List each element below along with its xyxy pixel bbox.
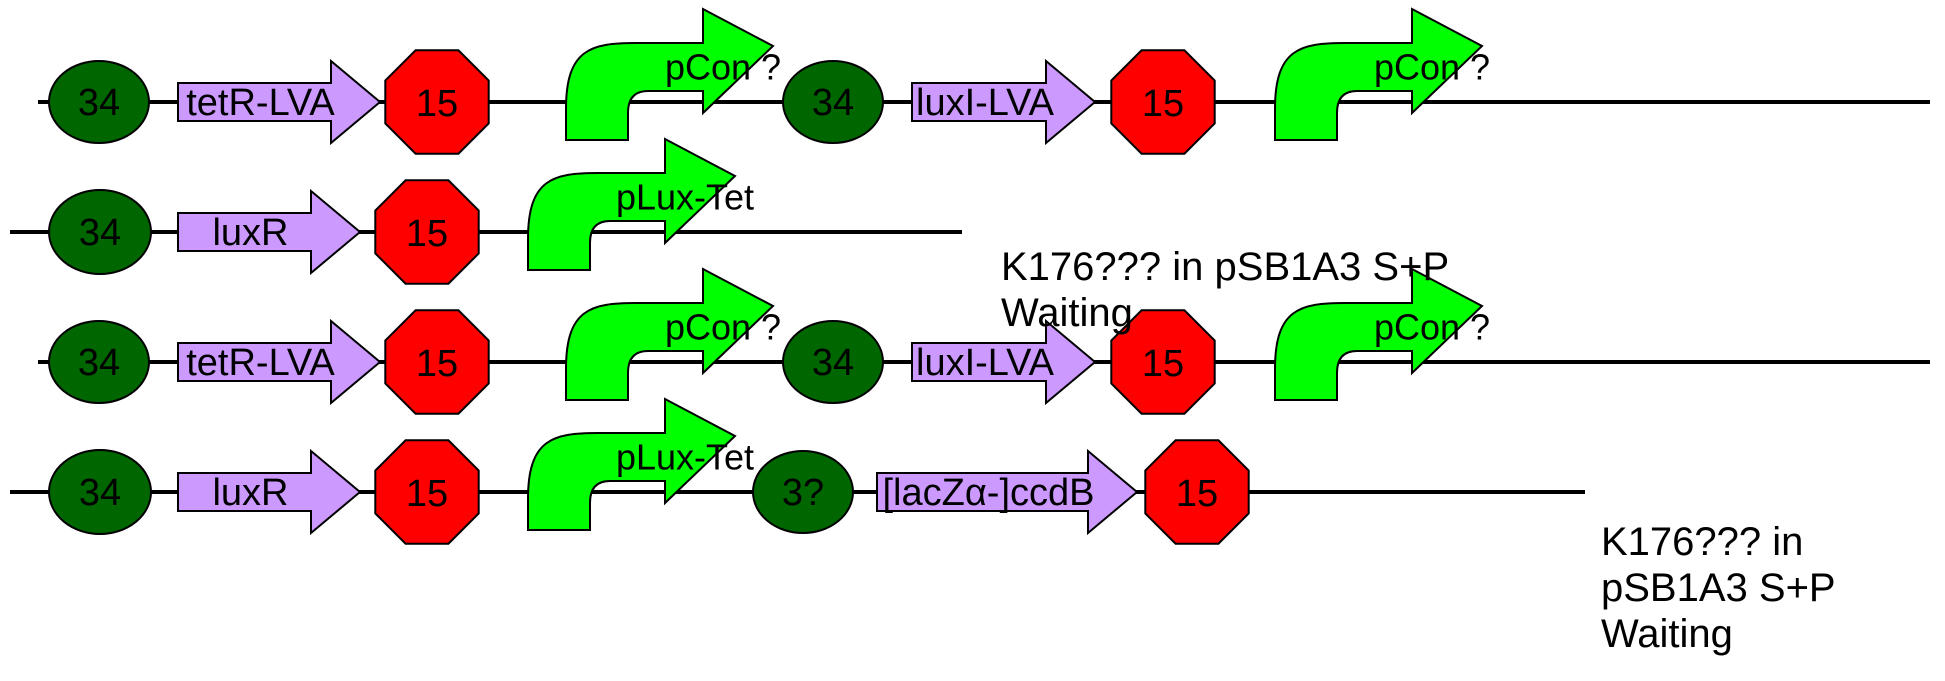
terminator-label: 15 xyxy=(1176,473,1218,515)
terminator-label: 15 xyxy=(406,213,448,255)
cds-arrow xyxy=(911,58,1097,146)
terminator-part: 15 xyxy=(384,309,490,415)
rbs-part: 34 xyxy=(48,60,150,144)
promoter-part: pLux-Tet xyxy=(527,397,754,531)
promoter-arrow xyxy=(1274,7,1484,141)
construct-4-note-line-1: K176??? in xyxy=(1601,520,1804,564)
promoter-part: pCon ? xyxy=(1274,7,1490,141)
rbs-part: 34 xyxy=(48,320,150,404)
rbs-label: 34 xyxy=(812,82,854,124)
cds-arrow xyxy=(911,318,1097,406)
terminator-part: 15 xyxy=(374,179,480,285)
terminator-label: 15 xyxy=(1142,343,1184,385)
cds-label: luxR xyxy=(212,472,288,514)
cds-arrow xyxy=(177,58,382,146)
construct-row-3: pCon ? pCon ? 34 tetR-LVA 15 34 luxI-LVA 15 xyxy=(38,267,1930,415)
rbs-label: 3? xyxy=(782,472,824,514)
rbs-part: 34 xyxy=(782,320,884,404)
terminator-label: 15 xyxy=(406,473,448,515)
rbs-shape xyxy=(782,320,884,404)
cds-label: tetR-LVA xyxy=(186,342,335,384)
construct-2-note-line-2: Waiting xyxy=(1001,291,1133,335)
terminator-octagon xyxy=(374,439,480,545)
rbs-shape xyxy=(48,60,150,144)
cds-label: tetR-LVA xyxy=(186,82,335,124)
cds-part: luxR xyxy=(177,188,362,276)
cds-part: [lacZα-]ccdB xyxy=(876,448,1139,536)
terminator-octagon xyxy=(374,179,480,285)
cds-label: luxI-LVA xyxy=(916,82,1055,124)
cds-part: luxI-LVA xyxy=(911,318,1097,406)
terminator-part: 15 xyxy=(1110,49,1216,155)
terminator-octagon xyxy=(1110,49,1216,155)
rbs-part: 3? xyxy=(752,450,854,534)
rbs-part: 34 xyxy=(48,189,152,275)
construct-2-note: K176??? in pSB1A3 S+P Waiting xyxy=(1001,244,1449,336)
promoter-label: pCon ? xyxy=(665,47,781,88)
cds-label: luxR xyxy=(212,212,288,254)
cds-part: luxI-LVA xyxy=(911,58,1097,146)
construct-row-2: pLux-Tet 34 luxR 15 xyxy=(10,137,962,285)
rbs-label: 34 xyxy=(79,212,121,254)
cds-part: tetR-LVA xyxy=(177,58,382,146)
rbs-part: 34 xyxy=(782,60,884,144)
cds-label: luxI-LVA xyxy=(916,342,1055,384)
construct-2-note-line-1: K176??? in pSB1A3 S+P xyxy=(1001,245,1450,289)
rbs-label: 34 xyxy=(79,472,121,514)
cds-label: [lacZα-]ccdB xyxy=(882,472,1094,514)
promoter-part: pCon ? xyxy=(1274,267,1490,401)
terminator-octagon xyxy=(1144,439,1250,545)
rbs-label: 34 xyxy=(812,342,854,384)
rbs-shape xyxy=(48,449,152,535)
terminator-octagon xyxy=(384,309,490,415)
terminator-part: 15 xyxy=(374,439,480,545)
rbs-shape xyxy=(48,320,150,404)
cds-arrow xyxy=(177,188,362,276)
rbs-part: 34 xyxy=(48,449,152,535)
promoter-label: pCon ? xyxy=(1374,47,1490,88)
cds-part: luxR xyxy=(177,448,362,536)
terminator-label: 15 xyxy=(416,83,458,125)
promoter-arrow xyxy=(1274,267,1484,401)
cds-arrow xyxy=(876,448,1139,536)
cds-arrow xyxy=(177,448,362,536)
terminator-part: 15 xyxy=(1144,439,1250,545)
promoter-arrow xyxy=(565,267,775,401)
promoter-label: pLux-Tet xyxy=(616,437,754,478)
promoter-arrow xyxy=(527,397,737,531)
terminator-label: 15 xyxy=(1142,83,1184,125)
cds-arrow xyxy=(177,318,382,406)
terminator-part: 15 xyxy=(1110,309,1216,415)
terminator-octagon xyxy=(1110,309,1216,415)
promoter-part: pCon ? xyxy=(565,267,781,401)
construct-4-note-line-3: Waiting xyxy=(1601,612,1733,656)
promoter-label: pCon ? xyxy=(665,307,781,348)
terminator-part: 15 xyxy=(384,49,490,155)
promoter-label: pCon ? xyxy=(1374,307,1490,348)
construct-4-note: K176??? in pSB1A3 S+P Waiting xyxy=(1601,519,1836,657)
terminator-octagon xyxy=(384,49,490,155)
cds-part: tetR-LVA xyxy=(177,318,382,406)
rbs-label: 34 xyxy=(78,82,120,124)
rbs-label: 34 xyxy=(78,342,120,384)
promoter-part: pCon ? xyxy=(565,7,781,141)
promoter-arrow xyxy=(565,7,775,141)
construct-row-4: pLux-Tet 34 luxR 15 3? [lacZα-]ccdB 15 xyxy=(10,397,1585,545)
rbs-shape xyxy=(782,60,884,144)
promoter-arrow xyxy=(527,137,737,271)
terminator-label: 15 xyxy=(416,343,458,385)
rbs-shape xyxy=(48,189,152,275)
promoter-label: pLux-Tet xyxy=(616,177,754,218)
rbs-shape xyxy=(752,450,854,534)
promoter-part: pLux-Tet xyxy=(527,137,754,271)
construct-4-note-line-2: pSB1A3 S+P xyxy=(1601,566,1836,610)
construct-row-1: pCon ? pCon ? 34 tetR-LVA 15 34 luxI-LVA 15 xyxy=(38,7,1930,155)
